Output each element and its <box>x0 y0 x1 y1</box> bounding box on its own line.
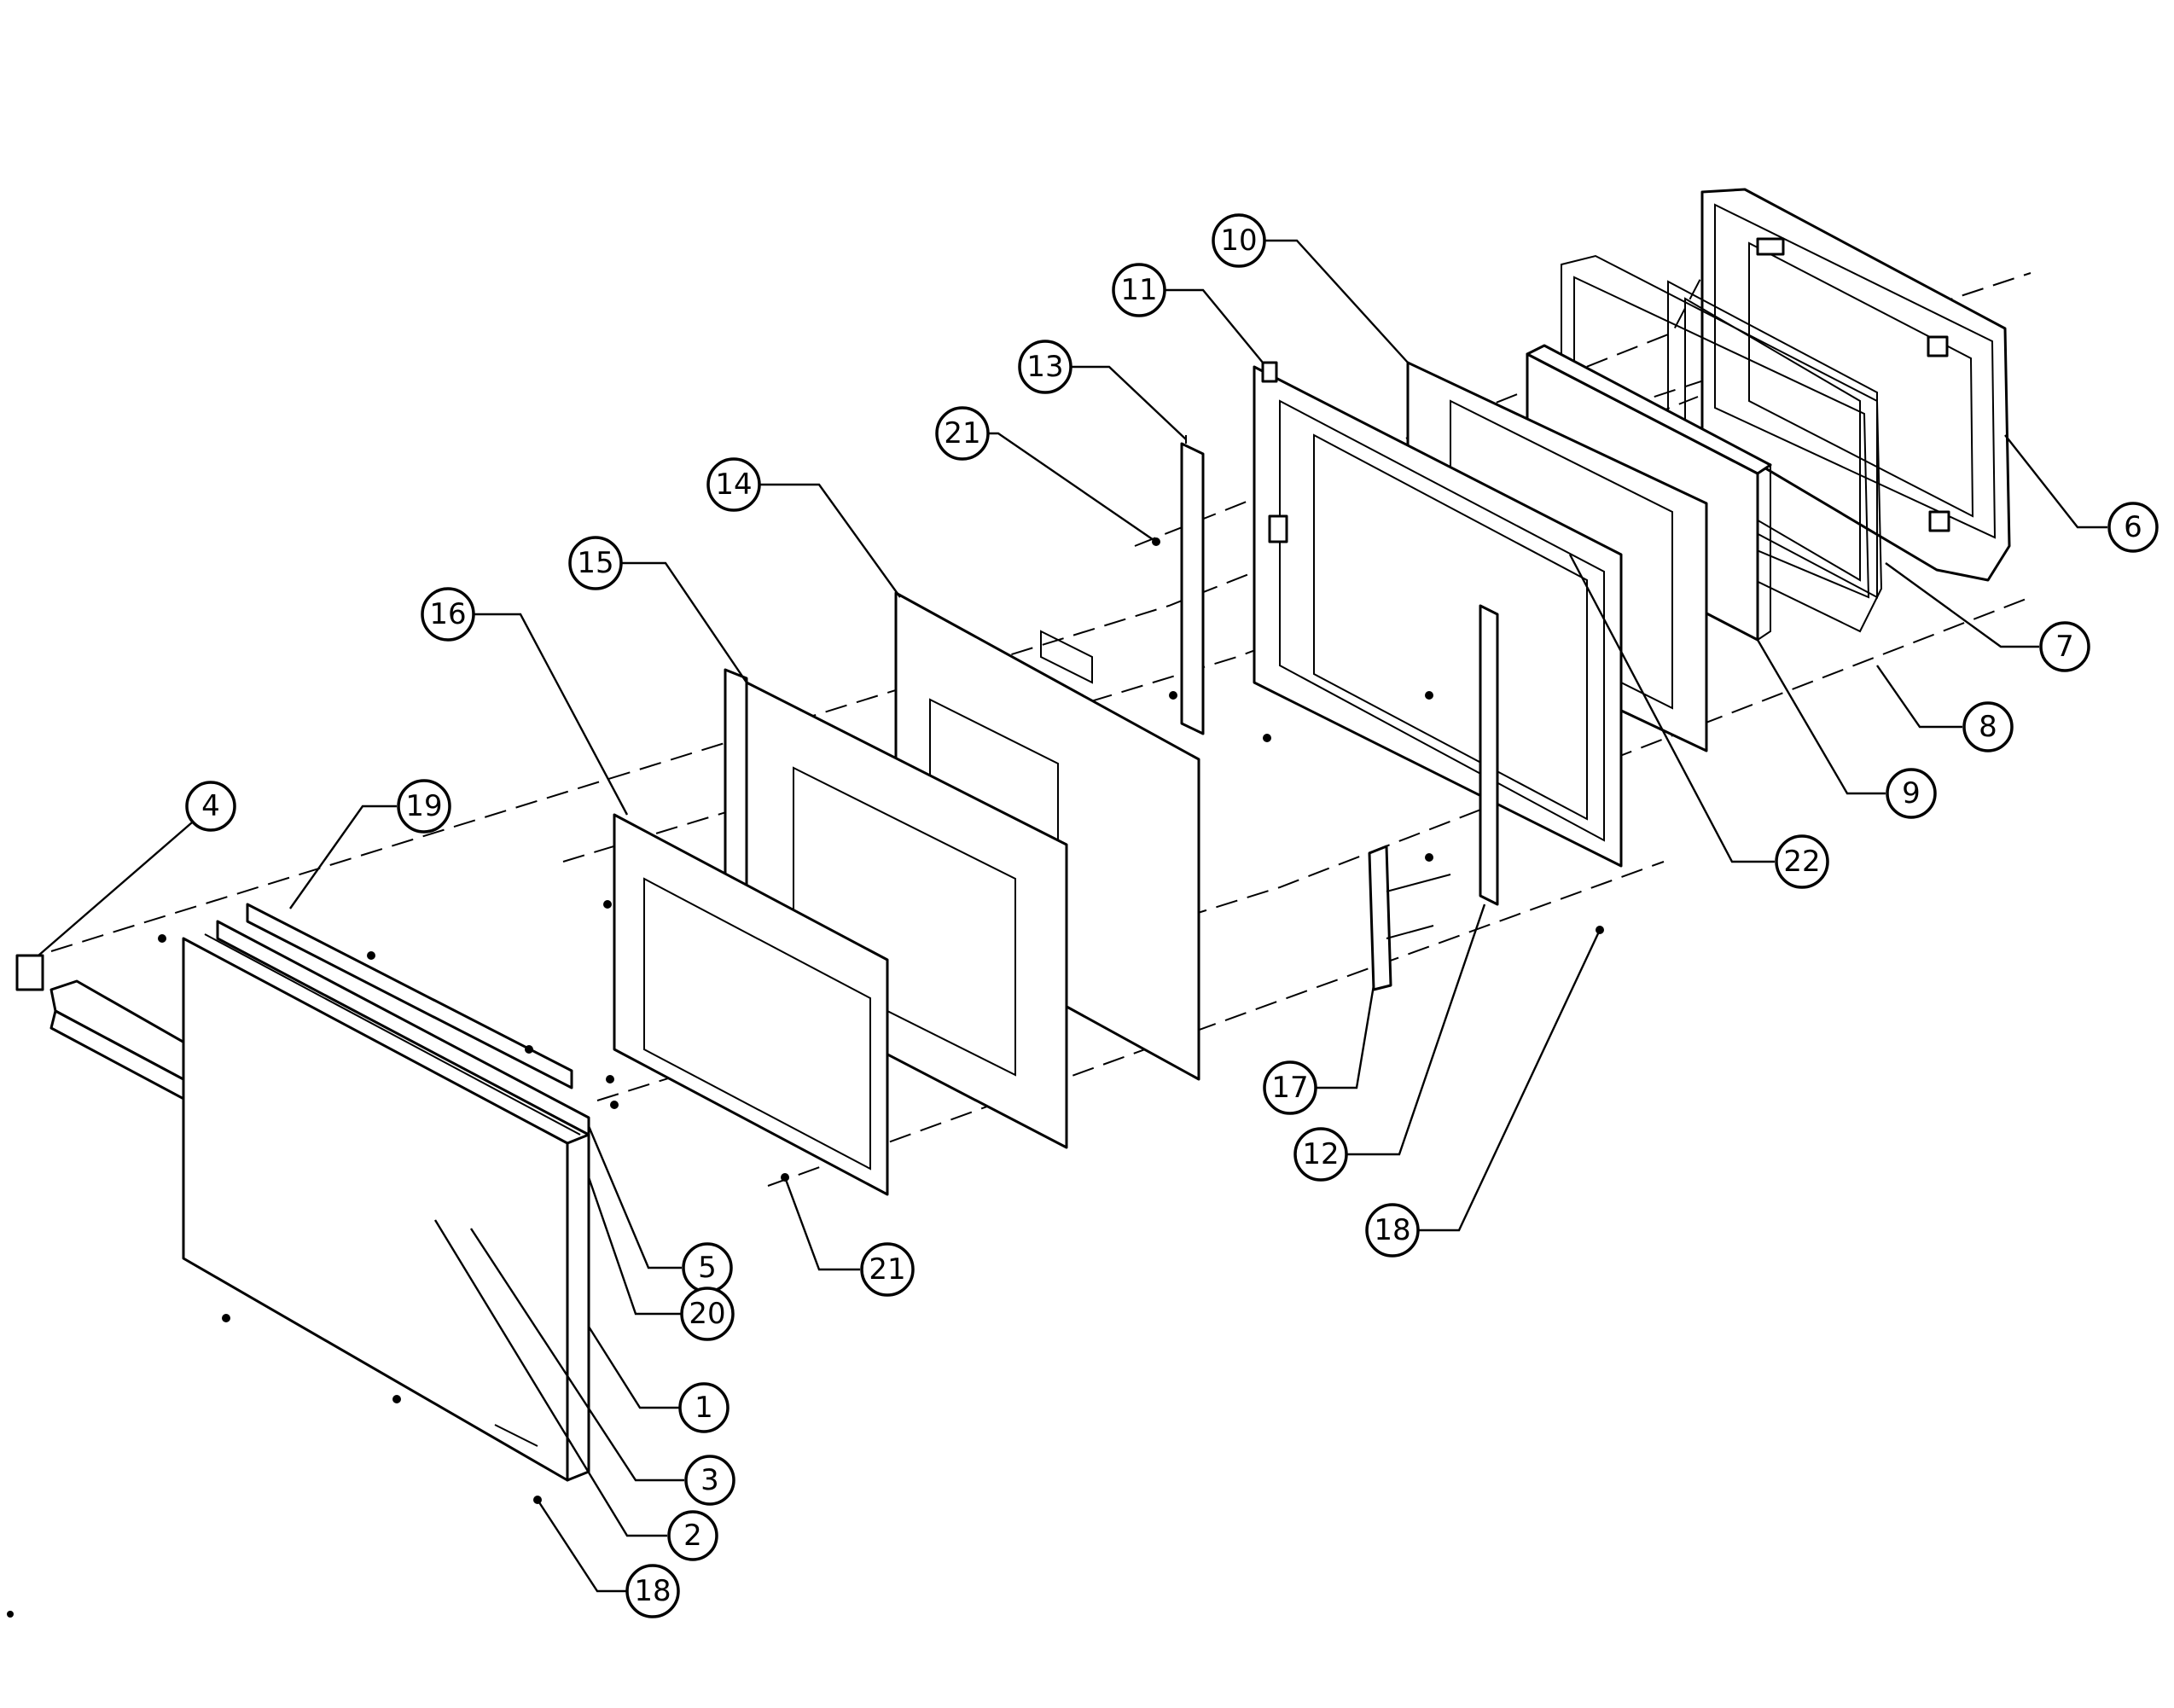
callout-label-22: 22 <box>1783 845 1820 879</box>
callout-16: 16 <box>421 587 475 642</box>
callout-8: 8 <box>1962 701 2014 752</box>
callout-20: 20 <box>680 1287 735 1341</box>
callout-3: 3 <box>684 1455 735 1506</box>
callout-6: 6 <box>2107 502 2159 553</box>
callout-label-6: 6 <box>2124 510 2142 544</box>
callout-label-8: 8 <box>1979 710 1997 744</box>
callout-5: 5 <box>682 1242 733 1293</box>
callout-label-15: 15 <box>577 546 613 580</box>
callout-11: 11 <box>1112 263 1166 317</box>
callout-label-12: 12 <box>1302 1137 1339 1171</box>
callout-label-19: 19 <box>405 789 442 823</box>
callout-18-right: 18 <box>1365 1203 1420 1258</box>
callout-4: 4 <box>185 781 236 832</box>
callout-label-4: 4 <box>201 789 220 823</box>
callout-label-16: 16 <box>429 597 466 631</box>
callout-13: 13 <box>1018 340 1072 394</box>
callout-label-3: 3 <box>700 1463 719 1497</box>
callout-18-left: 18 <box>625 1564 680 1618</box>
callout-1: 1 <box>678 1382 730 1433</box>
callout-label-13: 13 <box>1026 350 1063 384</box>
callout-label-21-top: 21 <box>944 416 980 450</box>
part-1-outer-door <box>182 933 590 1482</box>
callout-21-top: 21 <box>935 406 990 461</box>
part-4-end-cap <box>15 954 44 991</box>
callout-label-18-right: 18 <box>1374 1213 1410 1247</box>
part-11-inner-liner <box>1253 361 1623 868</box>
callout-22: 22 <box>1775 834 1829 889</box>
callout-17: 17 <box>1263 1060 1317 1115</box>
callout-label-11: 11 <box>1120 273 1157 307</box>
callout-label-7: 7 <box>2055 630 2074 664</box>
callout-12: 12 <box>1293 1127 1348 1182</box>
callout-9: 9 <box>1886 768 1937 819</box>
callout-7: 7 <box>2039 621 2090 672</box>
callout-label-9: 9 <box>1902 776 1921 810</box>
part-19-top-trim <box>246 903 573 1089</box>
part-12-hinge-channel <box>1479 604 1499 906</box>
callout-label-18-left: 18 <box>634 1574 671 1608</box>
callout-label-2: 2 <box>683 1519 702 1553</box>
callout-label-14: 14 <box>715 468 752 502</box>
callout-label-1: 1 <box>695 1391 713 1425</box>
callout-label-17: 17 <box>1271 1071 1308 1105</box>
callout-21-bottom: 21 <box>860 1242 915 1297</box>
part-17-hinge <box>1368 845 1451 991</box>
callout-label-5: 5 <box>698 1251 717 1285</box>
part-13-hinge-channel <box>1180 435 1205 735</box>
callout-10: 10 <box>1212 213 1266 268</box>
callout-19: 19 <box>397 779 451 834</box>
callout-label-10: 10 <box>1220 224 1257 258</box>
part-16-window-panel <box>613 813 889 1196</box>
callout-15: 15 <box>568 536 623 590</box>
callout-label-21-bottom: 21 <box>869 1252 905 1287</box>
callout-14: 14 <box>706 457 761 512</box>
callout-label-20: 20 <box>689 1297 725 1331</box>
callout-2: 2 <box>667 1510 718 1561</box>
